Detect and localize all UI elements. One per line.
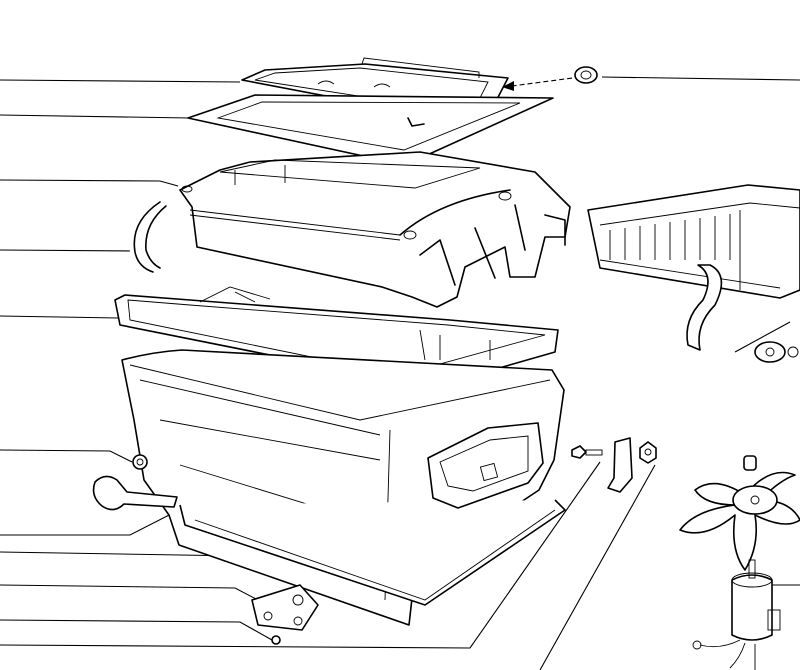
leader-line-9 <box>0 584 259 601</box>
arrow-dashed-line <box>511 76 581 87</box>
nut-left <box>132 454 148 470</box>
leader-line-5 <box>0 315 119 319</box>
leader-line-10 <box>0 619 273 641</box>
leader-line-6 <box>0 449 133 463</box>
grommet <box>574 66 598 84</box>
screw-small <box>271 635 281 645</box>
leader-line-4 <box>0 249 131 252</box>
blower-motor <box>692 559 781 670</box>
bracket <box>607 437 633 493</box>
fan-hub <box>732 485 778 515</box>
leader-line-13 <box>601 76 800 81</box>
small-parts <box>92 66 657 645</box>
leader-line-15 <box>734 321 791 353</box>
arrow-head <box>502 81 514 91</box>
nut-right <box>639 441 657 464</box>
pipe-flange <box>754 341 799 363</box>
leader-line-12 <box>539 464 656 670</box>
leader-line-1 <box>0 79 241 83</box>
fan <box>679 455 800 571</box>
leader-line-8 <box>0 551 241 557</box>
fan-blades <box>679 471 800 571</box>
flap-housing <box>427 422 544 509</box>
fan-spacer <box>743 455 757 471</box>
retaining-clip <box>133 201 167 273</box>
leader-line-2 <box>0 114 191 119</box>
heater-matrix <box>587 184 800 363</box>
gasket-frame <box>187 94 554 166</box>
hose-strap <box>686 264 723 351</box>
bolt <box>571 445 603 459</box>
lower-casing <box>121 349 566 626</box>
handle-knob <box>92 475 178 511</box>
leader-line-7 <box>0 511 176 536</box>
leader-lines <box>0 76 800 670</box>
motor-wires <box>699 639 756 670</box>
leader-line-11 <box>0 461 601 649</box>
upper-housing <box>179 151 571 308</box>
switch-unit <box>251 584 319 631</box>
leader-line-3 <box>0 179 179 187</box>
